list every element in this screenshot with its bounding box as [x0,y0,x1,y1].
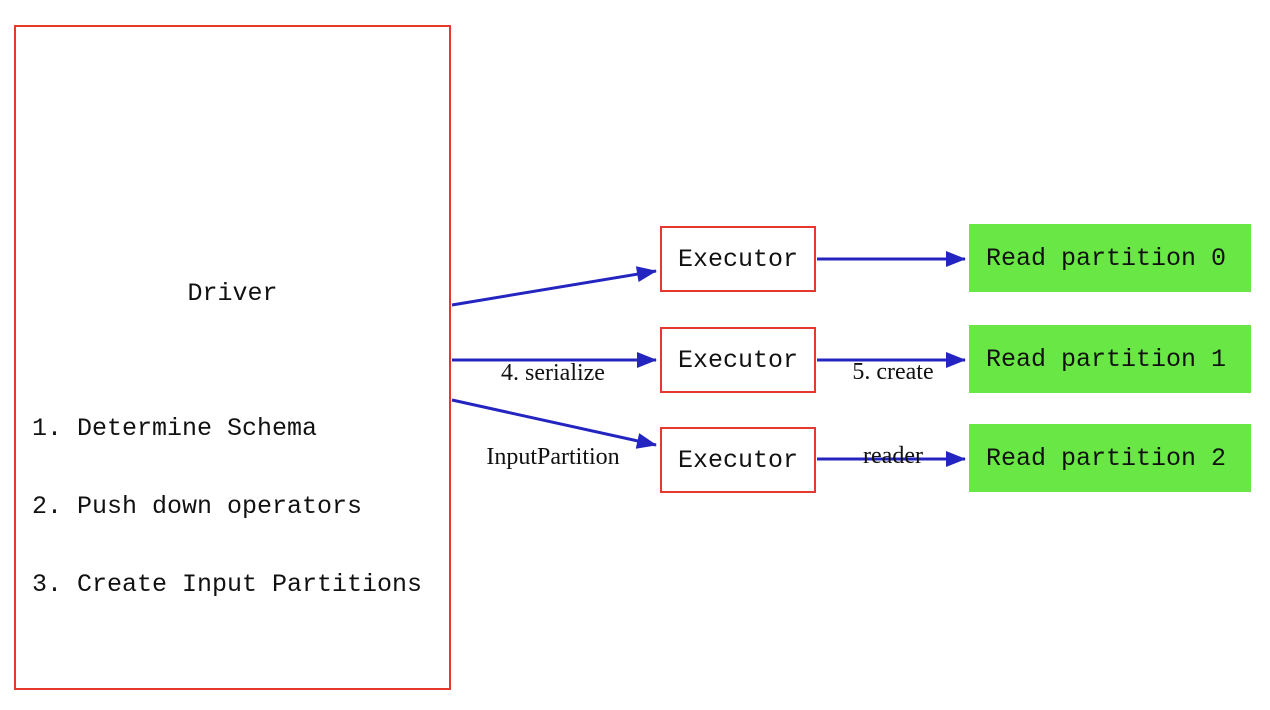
driver-title: Driver [187,279,278,308]
executor-1-label: Executor [677,244,799,274]
read-partition-0-label: Read partition 0 [986,243,1227,273]
serialize-inputpartition-label: 4. serialize InputPartition [443,303,663,527]
serialize-label-line-2: InputPartition [486,444,620,470]
arrow-driver-to-executor-1 [451,266,657,307]
executor-3-label: Executor [677,445,799,475]
read-partition-box-1: Read partition 1 [969,325,1251,393]
driver-box: Driver 1. Determine Schema 2. Push down … [14,25,451,690]
read-partition-2-label: Read partition 2 [986,443,1227,473]
driver-steps: 1. Determine Schema 2. Push down operato… [32,364,422,650]
executor-2-label: Executor [677,345,799,375]
executor-box-2: Executor [660,327,816,393]
executor-box-3: Executor [660,427,816,493]
arrow-driver-to-executor-3 [451,398,657,449]
serialize-label-line-1: 4. serialize [501,360,605,386]
read-partition-1-label: Read partition 1 [986,344,1227,374]
read-partition-box-2: Read partition 2 [969,424,1251,492]
executor-box-1: Executor [660,226,816,292]
driver-step-2: 2. Push down operators [32,492,363,521]
reader-label-line-2: reader [863,443,923,469]
read-partition-box-0: Read partition 0 [969,224,1251,292]
reader-label-line-1: 5. create [852,359,934,385]
driver-step-3: 3. Create Input Partitions [32,570,423,599]
driver-step-1: 1. Determine Schema [32,414,318,443]
create-reader-label: 5. create reader [823,302,963,526]
